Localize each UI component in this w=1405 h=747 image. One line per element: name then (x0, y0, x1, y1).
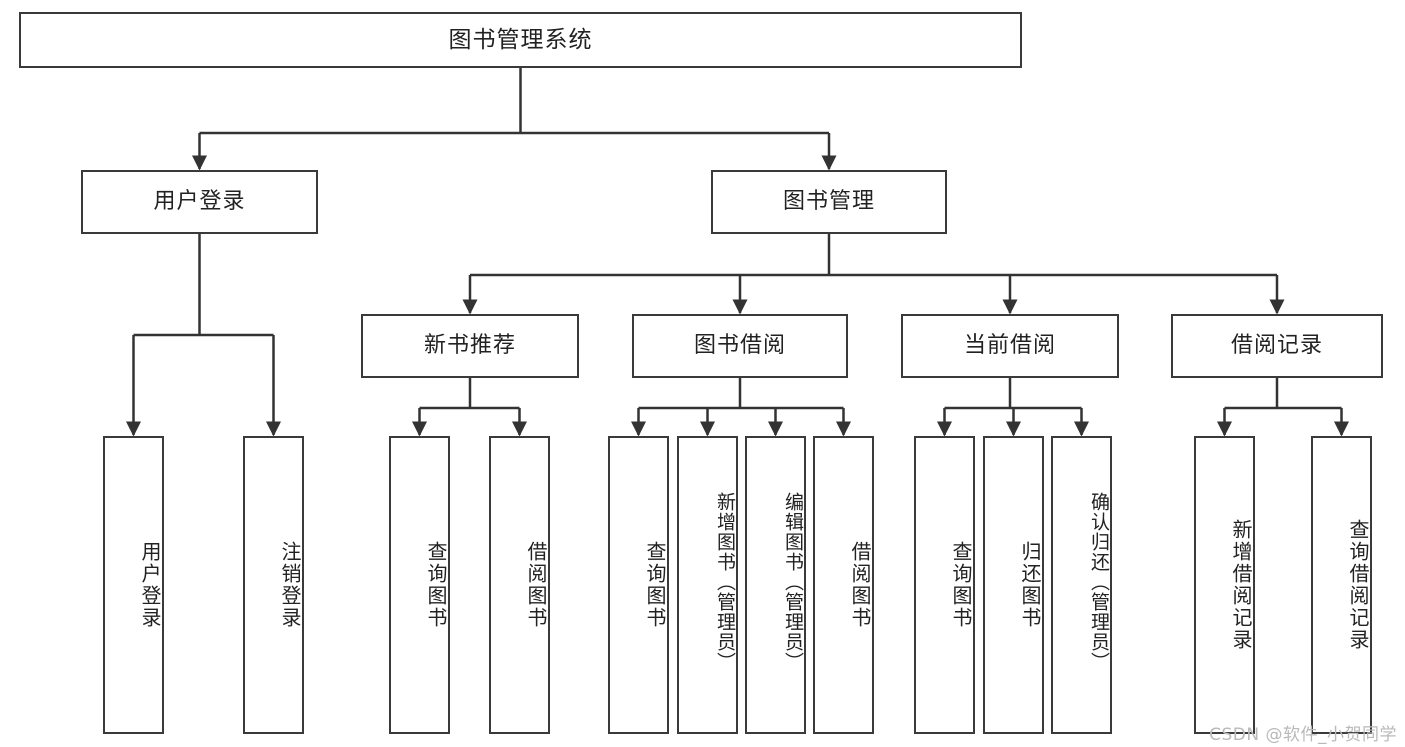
node-label: 用户登录 (138, 541, 162, 629)
node-new-book-recommend[interactable]: 新书推荐 (361, 314, 579, 378)
node-label: 编辑图书（管理员） (782, 492, 804, 672)
node-leaf-edit-book[interactable]: 编辑图书（管理员） (745, 436, 806, 734)
node-leaf-add-record[interactable]: 新增借阅记录 (1194, 436, 1255, 734)
node-leaf-user-login[interactable]: 用户登录 (103, 436, 164, 734)
node-label: 用户登录 (153, 189, 246, 214)
node-leaf-return-book[interactable]: 归还图书 (983, 436, 1044, 734)
node-label: 图书管理 (782, 189, 875, 214)
node-leaf-logout[interactable]: 注销登录 (243, 436, 304, 734)
node-label: 当前借阅 (963, 333, 1056, 358)
node-label: 查询图书 (949, 541, 973, 629)
node-book-management[interactable]: 图书管理 (711, 170, 947, 234)
node-label: 新书推荐 (423, 333, 516, 358)
node-leaf-query-book-2[interactable]: 查询图书 (608, 436, 669, 734)
node-leaf-borrow-book-1[interactable]: 借阅图书 (489, 436, 550, 734)
node-label: 注销登录 (278, 541, 302, 629)
node-label: 查询图书 (424, 541, 448, 629)
node-label: 归还图书 (1018, 541, 1042, 629)
node-label: 新增借阅记录 (1229, 519, 1253, 651)
node-leaf-confirm-return[interactable]: 确认归还（管理员） (1051, 436, 1112, 734)
node-label: 借阅记录 (1230, 333, 1323, 358)
node-label: 借阅图书 (848, 541, 872, 629)
node-label: 图书借阅 (693, 333, 786, 358)
node-book-borrow[interactable]: 图书借阅 (632, 314, 848, 378)
node-root-system[interactable]: 图书管理系统 (19, 12, 1022, 68)
node-user-login[interactable]: 用户登录 (81, 170, 318, 234)
node-leaf-query-book-1[interactable]: 查询图书 (389, 436, 450, 734)
node-leaf-borrow-book-2[interactable]: 借阅图书 (813, 436, 874, 734)
node-current-borrow[interactable]: 当前借阅 (901, 314, 1119, 378)
node-label: 确认归还（管理员） (1088, 492, 1110, 672)
node-label: 借阅图书 (524, 541, 548, 629)
node-label: 查询图书 (643, 541, 667, 629)
node-leaf-query-record[interactable]: 查询借阅记录 (1311, 436, 1372, 734)
node-leaf-query-book-3[interactable]: 查询图书 (914, 436, 975, 734)
node-label: 图书管理系统 (448, 26, 593, 53)
csdn-watermark: CSDN @软件_小贺同学 (1209, 725, 1397, 745)
node-borrow-record[interactable]: 借阅记录 (1171, 314, 1383, 378)
node-label: 查询借阅记录 (1346, 519, 1370, 651)
node-label: 新增图书（管理员） (714, 492, 736, 672)
node-leaf-add-book[interactable]: 新增图书（管理员） (677, 436, 738, 734)
